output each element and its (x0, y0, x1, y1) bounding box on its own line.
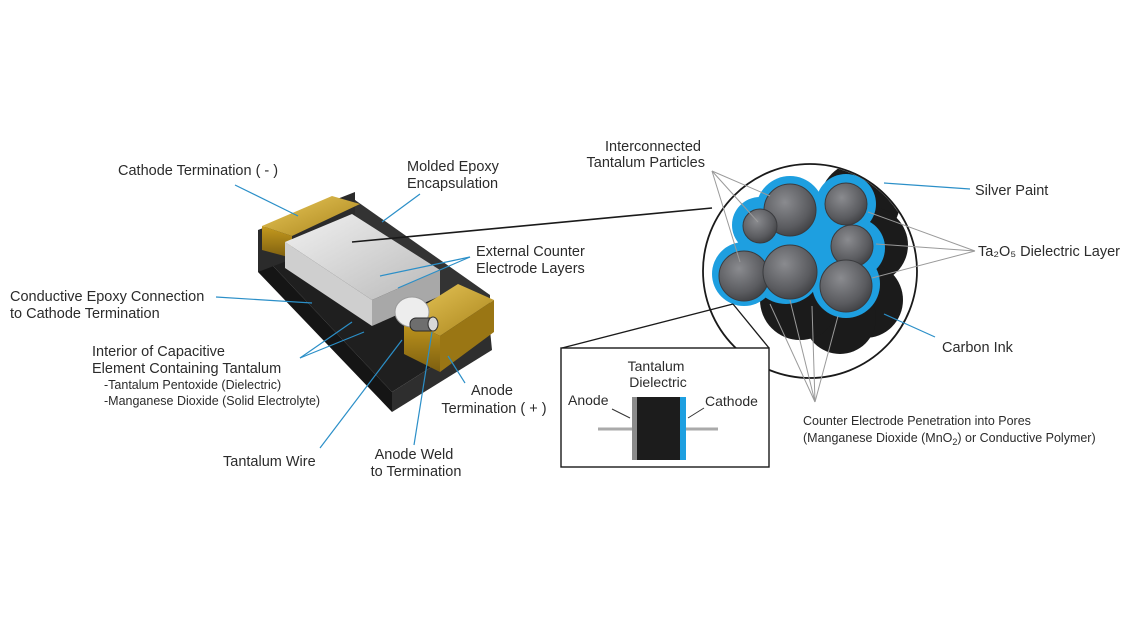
dielectric-block (637, 397, 680, 460)
tantalum-particles (718, 182, 874, 313)
anode-layer (632, 397, 637, 460)
label-interconnected: Interconnected Tantalum Particles (587, 139, 705, 171)
label-anode-termination: Anode Termination ( + ) (441, 383, 546, 417)
anode-termination-side (440, 300, 494, 372)
capacitor-body (258, 192, 494, 412)
particle-detail (702, 163, 918, 379)
inset-cathode-label: Cathode (705, 393, 758, 409)
label-cathode-termination: Cathode Termination ( - ) (118, 163, 278, 179)
left-leader-lines (215, 184, 471, 449)
dielectric-inset (560, 347, 770, 468)
label-silver-paint: Silver Paint (975, 183, 1048, 199)
connector-to-detail (351, 207, 713, 243)
wire-end (427, 316, 439, 332)
label-external-counter: External Counter Electrode Layers (476, 244, 589, 277)
label-interior-items: -Tantalum Pentoxide (Dielectric) -Mangan… (104, 378, 320, 408)
capacitive-element-front (285, 242, 372, 326)
cathode-termination-top (262, 196, 360, 236)
label-counter-penetration: Counter Electrode Penetration into Pores… (803, 414, 1096, 447)
right-leader-lines (561, 170, 976, 403)
inset-anode-label: Anode (568, 392, 609, 408)
label-conductive-epoxy: Conductive Epoxy Connection to Cathode T… (10, 289, 208, 322)
anode-termination-front (404, 318, 440, 372)
capacitive-element-top (285, 214, 440, 300)
label-tantalum-wire: Tantalum Wire (223, 454, 316, 470)
label-interior: Interior of Capacitive Element Containin… (92, 344, 281, 377)
label-anode-weld: Anode Weld to Termination (371, 447, 462, 480)
cathode-layer (680, 397, 686, 460)
labels: Cathode Termination ( - ) Molded Epoxy E… (10, 139, 1120, 480)
cathode-termination-side (262, 226, 292, 258)
label-dielectric-layer: Ta₂O₅ Dielectric Layer (978, 244, 1120, 260)
epoxy-front-face (258, 250, 392, 412)
inset-title: Tantalum Dielectric (628, 358, 689, 390)
label-molded-epoxy: Molded Epoxy Encapsulation (407, 159, 503, 192)
label-carbon-ink: Carbon Ink (942, 340, 1014, 356)
